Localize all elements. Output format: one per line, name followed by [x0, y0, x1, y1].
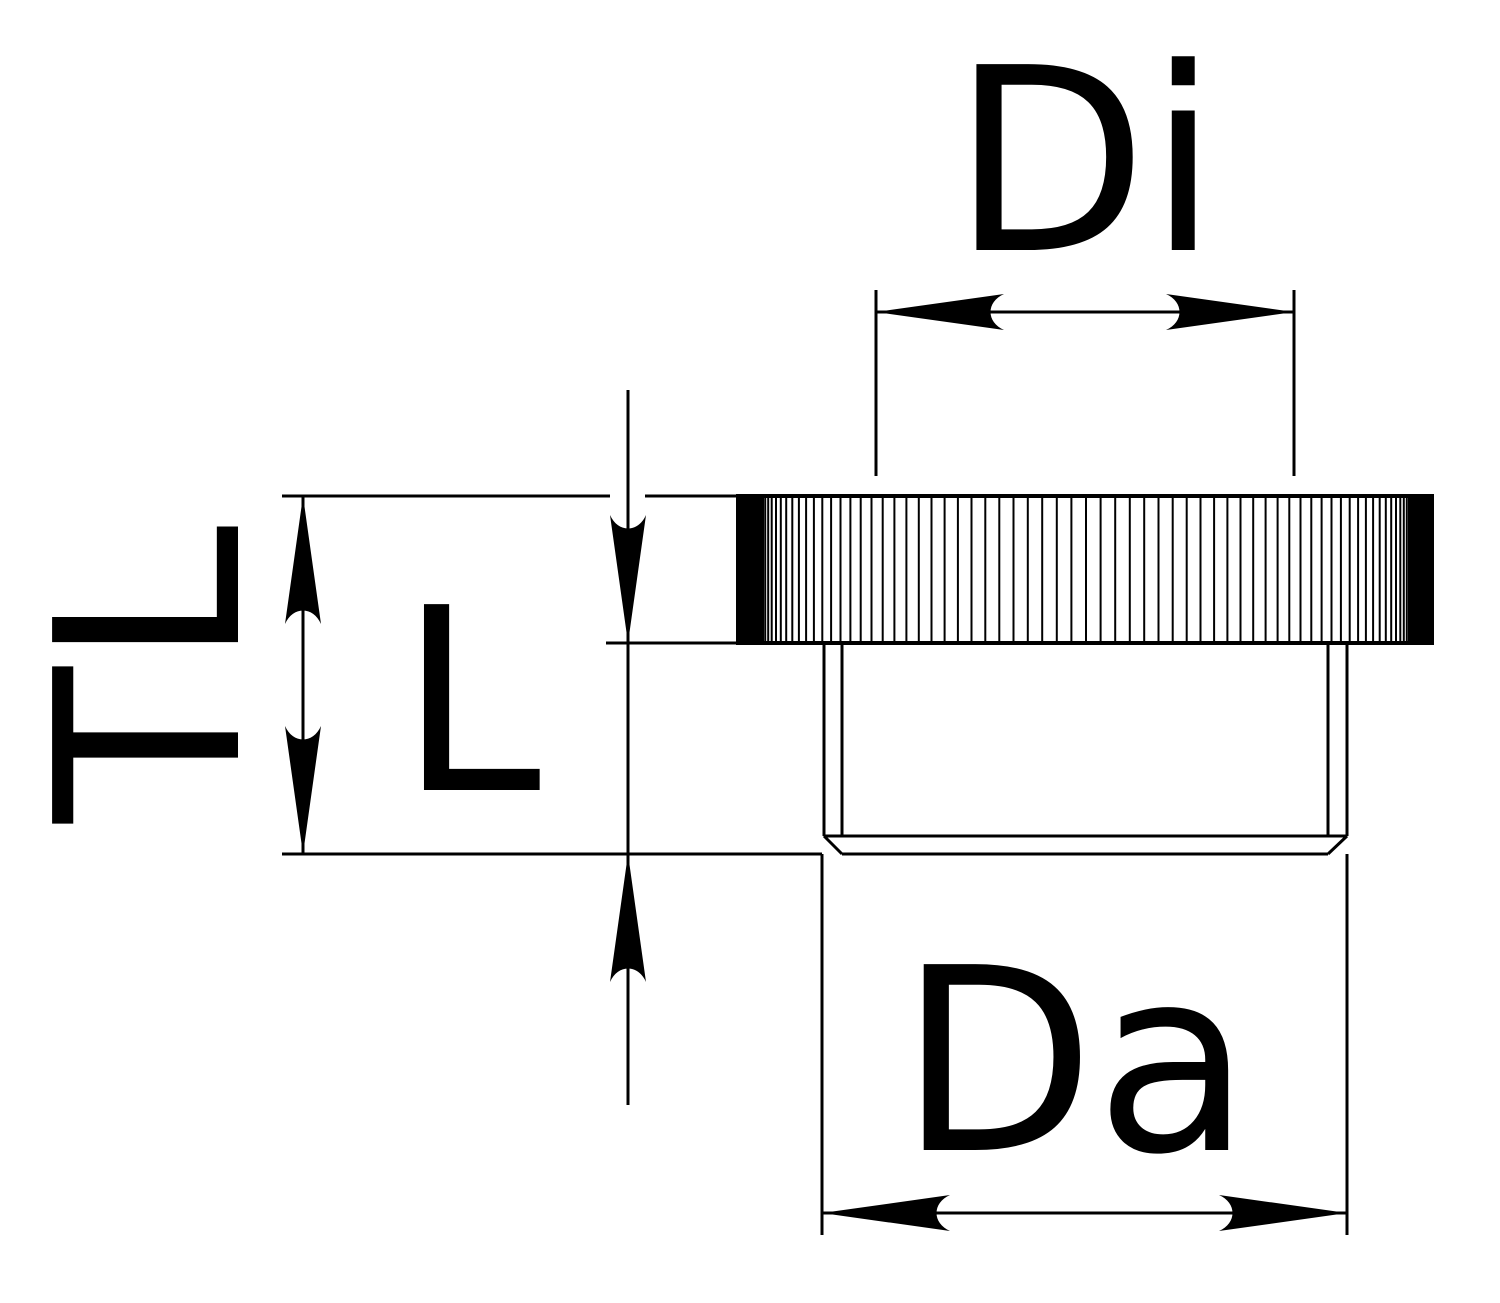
length-label: L: [399, 554, 541, 851]
dimension-outer-diameter: [820, 854, 1349, 1235]
knurled-flange: [736, 494, 1434, 645]
outer-diameter-label: Da: [899, 914, 1252, 1211]
dimension-length: [606, 390, 738, 1105]
total-length-label: TL: [2, 525, 299, 824]
dimension-inner-diameter: [874, 290, 1296, 476]
arrowhead-icon: [610, 515, 646, 643]
threaded-shank: [822, 643, 1349, 856]
dimension-total-length: [282, 494, 822, 856]
inner-diameter-label: Di: [951, 14, 1218, 311]
part-body: [736, 494, 1434, 856]
arrowhead-icon: [610, 854, 646, 982]
